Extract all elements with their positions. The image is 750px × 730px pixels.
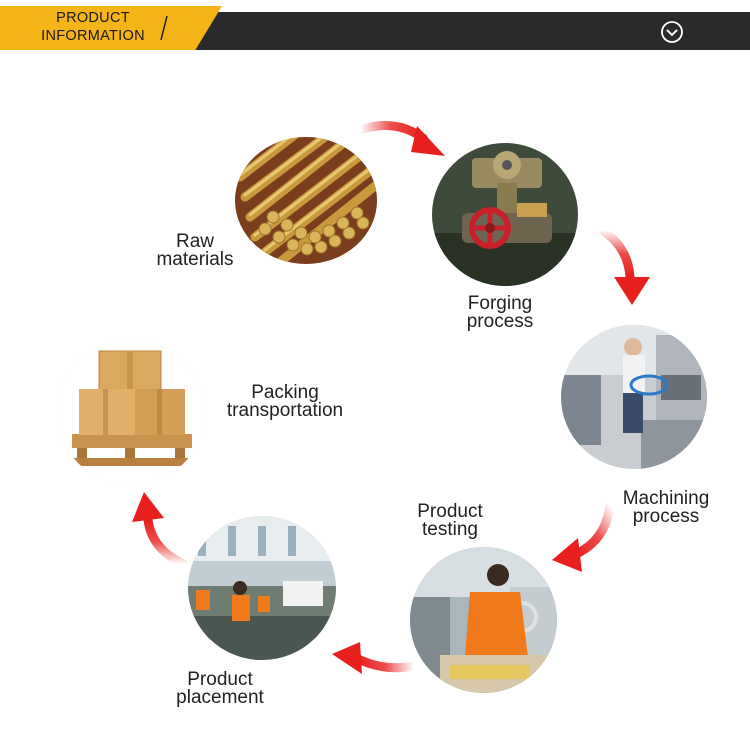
product-placement-label-line2: placement <box>176 687 264 708</box>
packing-image <box>57 339 205 485</box>
packing-label: Packing transportation <box>210 382 360 421</box>
arrow-testing-to-placement <box>332 642 418 674</box>
packing-label-line2: transportation <box>226 400 344 421</box>
machining-process-label: Machining process <box>610 488 722 527</box>
product-placement-image <box>188 516 336 660</box>
packing-label-line1: Packing <box>251 382 319 403</box>
forging-process-label: Forging process <box>450 293 550 332</box>
header-gold-tab <box>0 6 222 50</box>
forging-process-label-line2: process <box>466 311 534 332</box>
raw-materials-label-line1: Raw <box>175 231 214 252</box>
slash-icon <box>160 15 168 41</box>
page-title-line2: INFORMATION <box>41 28 145 44</box>
machining-process-image <box>561 325 707 469</box>
page-title-line1: PRODUCT <box>56 10 130 26</box>
product-testing-label-line1: Product <box>417 501 483 522</box>
page-title: PRODUCT INFORMATION <box>28 9 158 45</box>
raw-materials-label-line2: materials <box>156 249 234 270</box>
product-testing-image <box>410 547 557 693</box>
product-placement-label-line1: Product <box>187 669 253 690</box>
product-testing-label-line2: testing <box>422 519 478 540</box>
machining-process-label-line2: process <box>632 506 700 527</box>
arrow-forging-to-machining <box>597 225 650 305</box>
product-placement-label: Product placement <box>162 669 278 708</box>
arrow-raw-to-forging <box>355 121 445 156</box>
raw-materials-label: Raw materials <box>145 231 245 270</box>
header-bar: PRODUCT INFORMATION <box>0 0 750 52</box>
arrow-placement-to-packing <box>132 492 189 569</box>
chevron-down-circle-icon[interactable] <box>660 20 684 44</box>
forging-process-label-line1: Forging <box>467 293 533 314</box>
arrow-machining-to-testing <box>552 500 615 572</box>
forging-process-image <box>432 143 578 286</box>
product-testing-label: Product testing <box>400 501 500 540</box>
raw-materials-image <box>235 137 377 264</box>
machining-process-label-line1: Machining <box>622 488 710 509</box>
